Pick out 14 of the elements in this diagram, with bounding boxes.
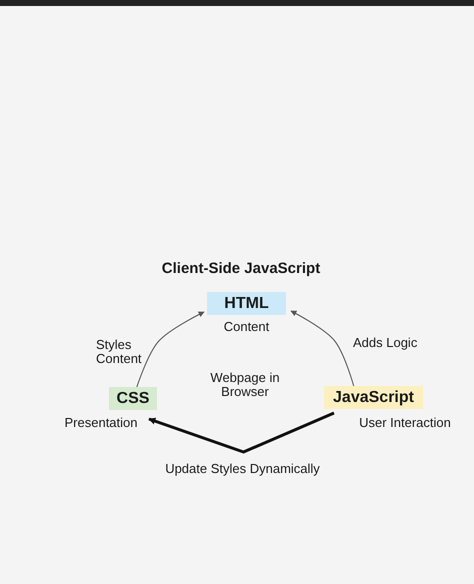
role-caption: Content: [222, 320, 270, 334]
edge-label: Adds Logic: [353, 336, 418, 350]
arrow: [290, 310, 354, 386]
role-caption: User Interaction: [358, 416, 452, 430]
component-label: JavaScript: [324, 386, 423, 409]
arrow: [148, 412, 335, 454]
edge-label: Styles Content: [96, 338, 143, 366]
edge-label: Update Styles Dynamically: [164, 462, 321, 476]
component-label: CSS: [109, 387, 157, 410]
diagram-title: Client-Side JavaScript: [160, 260, 322, 278]
arrow: [136, 312, 205, 388]
role-caption: Presentation: [64, 416, 138, 430]
center-note: Webpage in Browser: [209, 371, 281, 399]
component-label: HTML: [207, 292, 286, 315]
